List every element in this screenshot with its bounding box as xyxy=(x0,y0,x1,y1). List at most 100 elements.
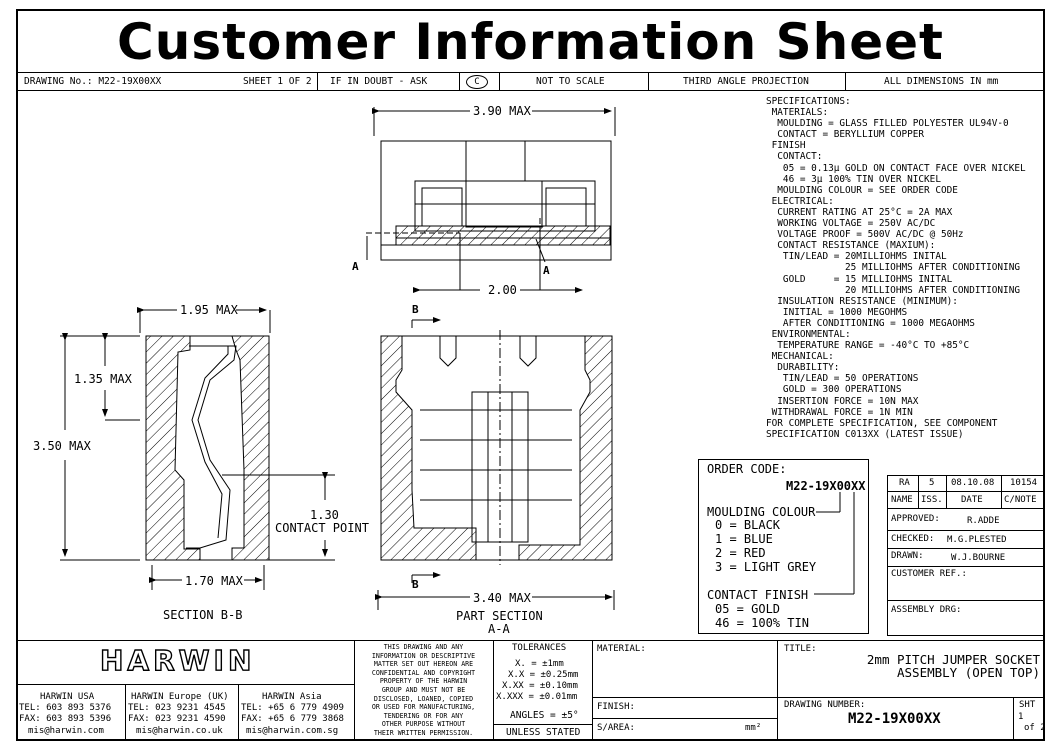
dim-part-width: 3.40 MAX xyxy=(473,591,531,605)
assembly-drg-label: ASSEMBLY DRG: xyxy=(891,605,962,615)
spec-line: CONTACT = BERYLLIUM COPPER xyxy=(766,129,925,141)
colour-option: 2 = RED xyxy=(715,546,766,560)
office-asia-email: mis@harwin.com.sg xyxy=(246,726,339,736)
approved-value: R.ADDE xyxy=(967,516,1000,526)
rev-header-date: DATE xyxy=(961,495,983,505)
spec-line: WORKING VOLTAGE = 250V AC/DC xyxy=(766,218,936,230)
dim-base-width: 1.70 MAX xyxy=(185,574,243,588)
section-marker-b-top: B xyxy=(412,303,419,316)
specifications-list: SPECIFICATIONS: MATERIALS: MOULDING = GL… xyxy=(766,96,1026,440)
spec-line: INITIAL = 1000 MEGOHMS xyxy=(766,306,908,318)
material-label: MATERIAL: xyxy=(597,644,646,654)
customer-ref-label: CUSTOMER REF.: xyxy=(891,569,967,579)
tolerances-label: TOLERANCES xyxy=(512,643,567,653)
spec-line: 20 MILLIOHMS AFTER CONDITIONING xyxy=(766,284,1020,296)
spec-line: GOLD = 300 OPERATIONS xyxy=(766,384,902,396)
part-section-a-a xyxy=(375,317,615,610)
title-label: TITLE: xyxy=(784,644,817,654)
drawing-number-label: DRAWING NUMBER: xyxy=(784,700,866,710)
tolerance-value: X.XX = ±0.10mm xyxy=(502,681,578,691)
finish-option: 05 = GOLD xyxy=(715,602,781,616)
office-usa-email: mis@harwin.com xyxy=(28,726,104,736)
sarea-unit: mm² xyxy=(745,723,762,733)
section-marker-a-right: A xyxy=(543,264,550,277)
sheet-label: SHT xyxy=(1019,700,1036,710)
rev-date: 08.10.08 xyxy=(951,478,995,488)
header-divider xyxy=(317,72,318,90)
section-bb-label: SECTION B-B xyxy=(163,608,243,622)
spec-line: 25 MILLIOHMS AFTER CONDITIONING xyxy=(766,262,1020,274)
order-code-value: M22-19X00XX xyxy=(786,479,866,493)
spec-line: VOLTAGE PROOF = 500V AC/DC @ 50Hz xyxy=(766,229,964,241)
drawing-number-value: M22-19X00XX xyxy=(848,711,941,727)
unless-stated: UNLESS STATED xyxy=(506,727,581,738)
dim-total-height: 3.50 MAX xyxy=(33,439,91,453)
spec-line: FOR COMPLETE SPECIFICATION, SEE COMPONEN… xyxy=(766,417,998,429)
tolerance-value: X.X = ±0.25mm xyxy=(508,670,579,680)
drawn-label: DRAWN: xyxy=(891,551,924,561)
spec-line: 46 = 3µ 100% TIN OVER NICKEL xyxy=(766,173,941,185)
header-divider xyxy=(648,72,649,90)
checked-value: M.G.PLESTED xyxy=(947,535,1007,545)
office-asia-name: HARWIN Asia xyxy=(262,692,322,702)
office-asia-tel: TEL: +65 6 779 4909 xyxy=(241,703,344,713)
order-code-leaders xyxy=(814,492,855,595)
angles-tolerance: ANGLES = ±5° xyxy=(510,710,579,721)
spec-line: TIN/LEAD = 50 OPERATIONS xyxy=(766,373,919,385)
sheet-header: SHEET 1 OF 2 xyxy=(243,76,312,87)
office-usa-name: HARWIN USA xyxy=(40,692,95,702)
spec-line: ENVIRONMENTAL: xyxy=(766,328,851,340)
moulding-colour-label: MOULDING COLOUR xyxy=(707,505,816,519)
spec-line: 05 = 0.13µ GOLD ON CONTACT FACE OVER NIC… xyxy=(766,162,1026,174)
contact-finish-label: CONTACT FINISH xyxy=(707,588,809,602)
harwin-logo: HARWIN xyxy=(99,643,256,677)
drawing-number-header: DRAWING No.: M22-19X00XX xyxy=(24,76,162,87)
header-divider xyxy=(845,72,846,90)
spec-line: FINISH xyxy=(766,140,806,152)
rev-issue: 5 xyxy=(929,478,935,488)
doubt-header: IF IN DOUBT - ASK xyxy=(330,76,428,87)
projection-header: THIRD ANGLE PROJECTION xyxy=(683,76,809,87)
spec-line: MECHANICAL: xyxy=(766,351,834,363)
spec-line: TEMPERATURE RANGE = -40°C TO +85°C xyxy=(766,340,970,352)
finish-label: FINISH: xyxy=(597,702,635,712)
contact-point-label: CONTACT POINT xyxy=(275,521,369,535)
rev-header-cnote: C/NOTE xyxy=(1004,495,1037,505)
order-code-label: ORDER CODE: xyxy=(707,462,787,476)
header-bottom-rule xyxy=(16,90,1045,91)
spec-line: MOULDING = GLASS FILLED POLYESTER UL94V-… xyxy=(766,118,1009,130)
tolerance-value: X.XXX = ±0.01mm xyxy=(496,692,578,702)
colour-option: 1 = BLUE xyxy=(715,532,773,546)
page-title: Customer Information Sheet xyxy=(117,13,944,71)
spec-line: CONTACT: xyxy=(766,151,823,163)
finish-option: 46 = 100% TIN xyxy=(715,616,809,630)
spec-line: SPECIFICATIONS: xyxy=(766,96,851,107)
office-uk-tel: TEL: 023 9231 4545 xyxy=(128,703,226,713)
rev-header-name: NAME xyxy=(891,495,913,505)
sheet-border xyxy=(16,9,1045,741)
spec-line: DURABILITY: xyxy=(766,362,840,374)
spec-line: MOULDING COLOUR = SEE ORDER CODE xyxy=(766,184,958,196)
part-section-label: PART SECTION xyxy=(456,609,543,623)
section-marker-a-left: A xyxy=(352,260,359,273)
office-usa-fax: FAX: 603 893 5396 xyxy=(19,714,112,724)
dim-pitch: 2.00 xyxy=(488,283,517,297)
copyright-icon: C xyxy=(466,75,488,89)
dim-section-width: 1.95 MAX xyxy=(180,303,238,317)
office-asia-fax: FAX: +65 6 779 3868 xyxy=(241,714,344,724)
checked-label: CHECKED: xyxy=(891,534,935,544)
spec-line: CURRENT RATING AT 25°C = 2A MAX xyxy=(766,206,953,218)
spec-line: MATERIALS: xyxy=(766,107,829,119)
rev-change-note: 10154 xyxy=(1010,478,1038,488)
section-marker-b-bottom: B xyxy=(412,578,419,591)
office-uk-fax: FAX: 023 9231 4590 xyxy=(128,714,226,724)
spec-line: ELECTRICAL: xyxy=(766,195,834,207)
office-uk-email: mis@harwin.co.uk xyxy=(136,726,223,736)
colour-option: 0 = BLACK xyxy=(715,518,781,532)
dimensions-header: ALL DIMENSIONS IN mm xyxy=(884,76,999,87)
spec-line: WITHDRAWAL FORCE = 1N MIN xyxy=(766,406,913,418)
confidentiality-notice: THIS DRAWING AND ANY INFORMATION OR DESC… xyxy=(371,643,476,737)
drawn-value: W.J.BOURNE xyxy=(951,553,1006,563)
header-divider xyxy=(499,72,500,90)
